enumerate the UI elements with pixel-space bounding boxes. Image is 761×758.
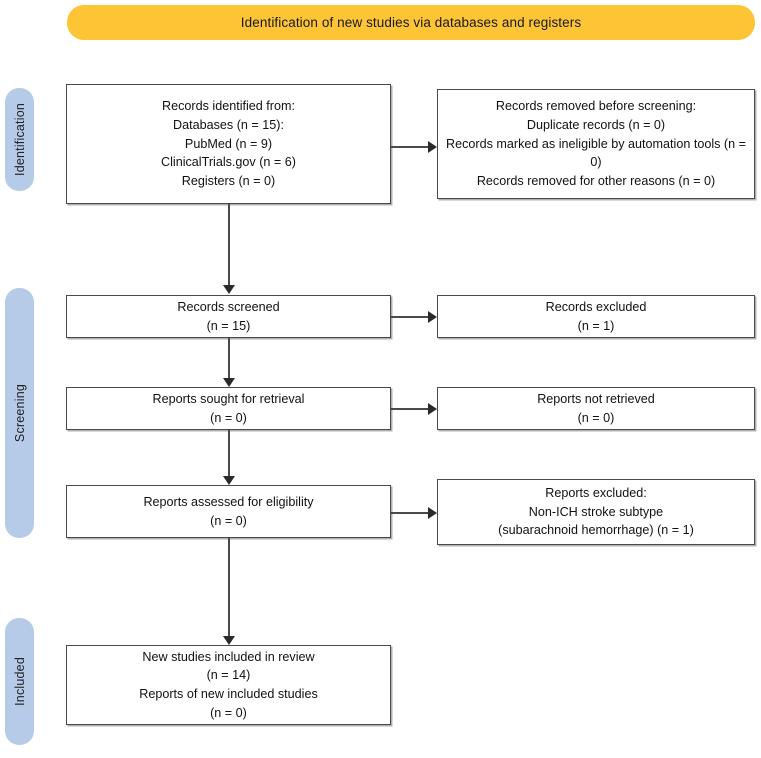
arrowhead-assessed-to-excluded	[428, 507, 437, 519]
connector-assessed-to-included	[228, 538, 230, 638]
box-reports-sought-for-retrieval-text: Reports sought for retrieval (n = 0)	[152, 391, 305, 425]
box-records-removed-before-screening-text: Records removed before screening: Duplic…	[446, 99, 746, 188]
arrowhead-identified-to-screened	[223, 285, 235, 294]
box-reports-not-retrieved: Reports not retrieved (n = 0)	[437, 387, 755, 430]
box-reports-assessed-for-eligibility: Reports assessed for eligibility (n = 0)	[66, 485, 391, 538]
connector-sought-to-assessed	[228, 430, 230, 478]
stage-label-included: Included	[5, 618, 34, 745]
arrowhead-screened-to-sought	[223, 378, 235, 387]
connector-identified-to-removed	[391, 146, 429, 148]
arrowhead-assessed-to-included	[223, 636, 235, 645]
arrowhead-sought-to-assessed	[223, 476, 235, 485]
box-reports-excluded-text: Reports excluded: Non-ICH stroke subtype…	[498, 486, 694, 538]
box-new-studies-included-in-review-text: New studies included in review (n = 14) …	[139, 649, 318, 720]
connector-screened-to-excluded	[391, 316, 429, 318]
box-records-screened-text: Records screened (n = 15)	[177, 299, 280, 333]
box-reports-not-retrieved-text: Reports not retrieved (n = 0)	[537, 391, 655, 425]
stage-label-screening-text: Screening	[12, 383, 27, 443]
arrowhead-sought-to-not-retrieved	[428, 403, 437, 415]
box-reports-assessed-for-eligibility-text: Reports assessed for eligibility (n = 0)	[143, 494, 314, 528]
connector-identified-to-screened	[228, 204, 230, 286]
box-records-removed-before-screening: Records removed before screening: Duplic…	[437, 89, 755, 199]
stage-label-identification-text: Identification	[12, 103, 27, 176]
diagram-header-title: Identification of new studies via databa…	[240, 15, 582, 30]
stage-label-included-text: Included	[12, 657, 27, 706]
box-records-screened: Records screened (n = 15)	[66, 295, 391, 338]
connector-assessed-to-excluded	[391, 512, 429, 514]
arrowhead-screened-to-excluded	[428, 311, 437, 323]
box-records-identified-text: Records identified from: Databases (n = …	[161, 99, 296, 188]
box-new-studies-included-in-review: New studies included in review (n = 14) …	[66, 645, 391, 725]
connector-sought-to-not-retrieved	[391, 408, 429, 410]
connector-screened-to-sought	[228, 338, 230, 380]
arrowhead-identified-to-removed	[428, 141, 437, 153]
diagram-header-banner: Identification of new studies via databa…	[67, 5, 755, 40]
stage-label-identification: Identification	[5, 88, 34, 191]
stage-label-screening: Screening	[5, 288, 34, 538]
box-records-excluded: Records excluded (n = 1)	[437, 295, 755, 338]
box-reports-excluded: Reports excluded: Non-ICH stroke subtype…	[437, 479, 755, 545]
box-records-excluded-text: Records excluded (n = 1)	[545, 299, 647, 333]
box-records-identified: Records identified from: Databases (n = …	[66, 84, 391, 204]
box-reports-sought-for-retrieval: Reports sought for retrieval (n = 0)	[66, 387, 391, 430]
